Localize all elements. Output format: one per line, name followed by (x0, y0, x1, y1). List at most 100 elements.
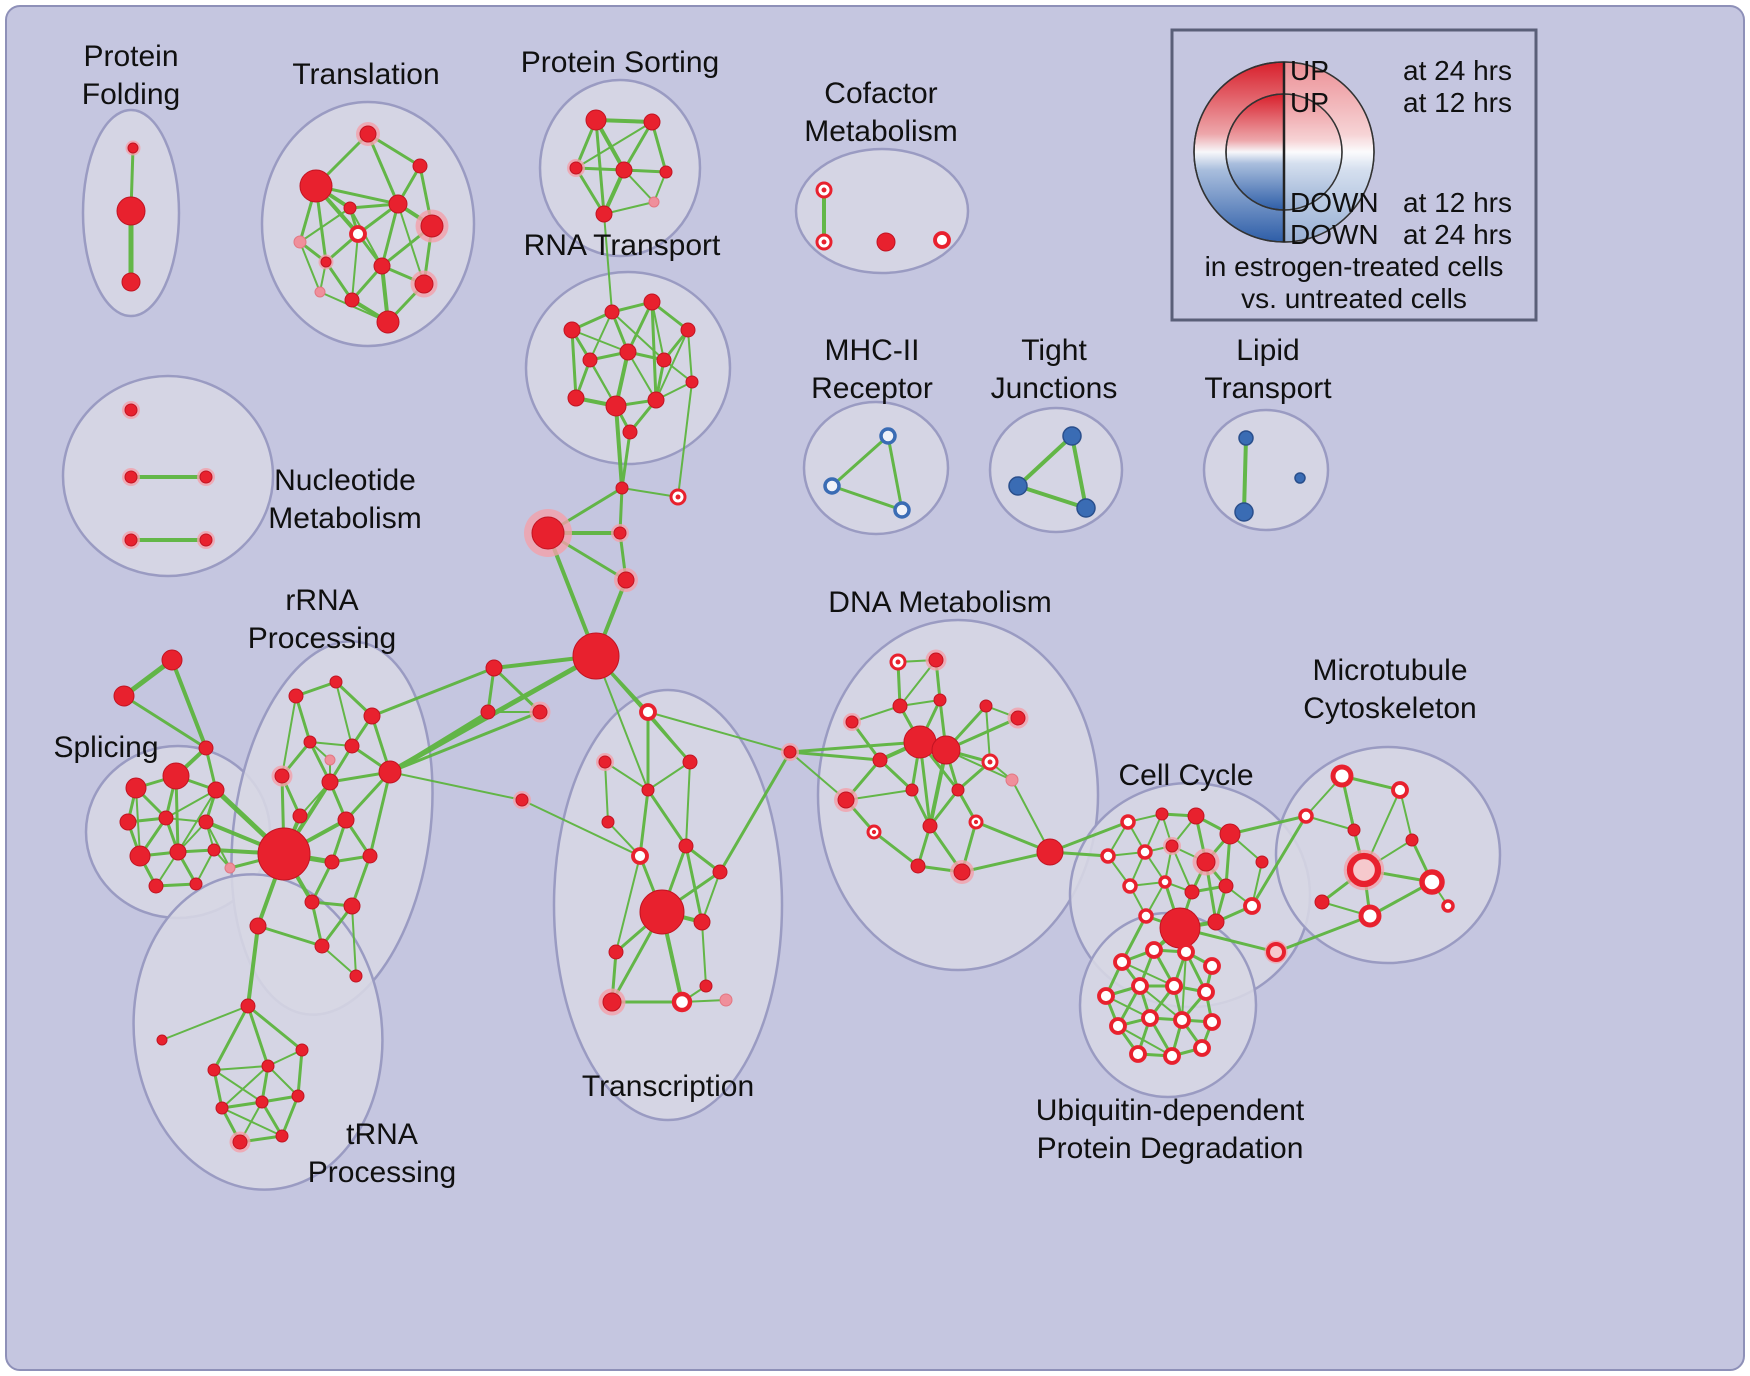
gene-node-open (889, 653, 907, 671)
gene-node-red (595, 205, 613, 223)
edge (135, 787, 141, 857)
gene-node-ringhalo (1343, 849, 1385, 891)
gene-node-red (682, 754, 698, 770)
gene-node-ring (1138, 908, 1154, 924)
gene-node-ring (1358, 904, 1382, 928)
edge (638, 788, 650, 858)
edge (627, 351, 657, 401)
edge (960, 850, 1052, 874)
gene-node-red (1314, 894, 1330, 910)
gene-node-red (119, 813, 137, 831)
gene-node-halo (843, 713, 861, 731)
gene-node-ring (933, 231, 951, 249)
edge (626, 300, 654, 354)
gene-node-red (257, 827, 311, 881)
gene-node-red (169, 843, 187, 861)
gene-node-ring (1391, 781, 1409, 799)
gene-node-blue (1294, 472, 1306, 484)
gene-node-red (678, 838, 694, 854)
cluster-label-dna-metabolism-0: DNA Metabolism (828, 586, 1051, 619)
gene-node-open (669, 488, 687, 506)
gene-node-ring (1165, 977, 1183, 995)
cluster-label-cofactor-metabolism-1: Metabolism (804, 115, 957, 148)
link-edge (614, 404, 624, 490)
cluster-label-trna-processing-1: Processing (308, 1156, 456, 1189)
edge (281, 695, 297, 777)
legend-direction-2: DOWN (1290, 187, 1379, 218)
edge (212, 1004, 250, 1072)
edge (684, 844, 704, 924)
gene-node-red (207, 1063, 221, 1077)
legend-time-1: at 12 hrs (1403, 87, 1512, 118)
gene-node-red (198, 814, 214, 830)
edge (651, 301, 665, 361)
gene-node-ring (1298, 808, 1314, 824)
gene-node-red (412, 158, 428, 174)
gene-node-open (866, 824, 882, 840)
edge (650, 120, 668, 174)
gene-node-ring (1100, 848, 1116, 864)
edge (615, 855, 641, 953)
legend-direction-1: UP (1290, 87, 1329, 118)
gene-node-halo (524, 509, 572, 557)
gene-node-halo (271, 765, 293, 787)
edge (701, 921, 707, 987)
gene-node-halo (598, 988, 626, 1016)
gene-node-red (314, 938, 330, 954)
gene-node-red (693, 913, 711, 931)
gene-node-red (1155, 807, 1169, 821)
gene-node-red (608, 944, 624, 960)
edge (221, 1107, 283, 1137)
cluster-label-transcription-0: Transcription (582, 1070, 754, 1103)
gene-node-red (1159, 907, 1201, 949)
edge (299, 207, 351, 243)
edge (650, 300, 658, 402)
gene-node-pink (719, 993, 733, 1007)
gene-node-red (643, 293, 661, 311)
edge (621, 487, 679, 498)
cluster-label-rna-transport-0: RNA Transport (524, 229, 721, 262)
link-edge (677, 381, 693, 498)
gene-node-red (712, 864, 728, 880)
gene-node-red (291, 1089, 305, 1103)
gene-node-halo (197, 531, 215, 549)
gene-node-halo (125, 140, 141, 156)
gene-node-red (656, 352, 672, 368)
edge (246, 1004, 270, 1068)
legend-time-3: at 24 hrs (1403, 219, 1512, 250)
gene-node-ring (1173, 1011, 1191, 1029)
edge (594, 118, 606, 216)
cluster-label-trna-processing-0: tRNA (346, 1118, 418, 1151)
gene-node-halo (596, 753, 614, 771)
cluster-label-lipid-transport-0: Lipid (1236, 334, 1299, 367)
gene-node-red (979, 699, 993, 713)
edge (267, 1065, 299, 1097)
link-edge (388, 710, 542, 774)
gene-node-halo (229, 1131, 251, 1153)
gene-node-red (480, 704, 496, 720)
cluster-label-rrna-processing-0: rRNA (285, 584, 358, 617)
edge (380, 202, 400, 268)
edge (122, 694, 208, 750)
link-edge (603, 213, 613, 313)
gene-node-red (622, 424, 638, 440)
cluster-label-tight-junctions-1: Junctions (991, 372, 1118, 405)
cluster-label-protein-sorting-0: Protein Sorting (521, 46, 719, 79)
gene-node-red (615, 481, 629, 495)
gene-node-halo (1163, 837, 1181, 855)
gene-node-red (324, 854, 340, 870)
gene-node-red (903, 725, 937, 759)
gene-node-red (572, 632, 620, 680)
gene-node-ring (1163, 1047, 1181, 1065)
edge (1117, 1025, 1173, 1057)
cluster-label-cell-cycle-0: Cell Cycle (1118, 759, 1253, 792)
gene-node-halo (410, 270, 438, 298)
gene-node-red (158, 810, 174, 826)
gene-node-red (295, 1043, 309, 1057)
gene-node-red (605, 395, 627, 417)
edge (701, 871, 721, 923)
edge (570, 328, 578, 400)
gene-node-ring (1109, 1017, 1127, 1035)
legend-direction-3: DOWN (1290, 219, 1379, 250)
cluster-ellipse-tight-junctions (988, 406, 1124, 534)
